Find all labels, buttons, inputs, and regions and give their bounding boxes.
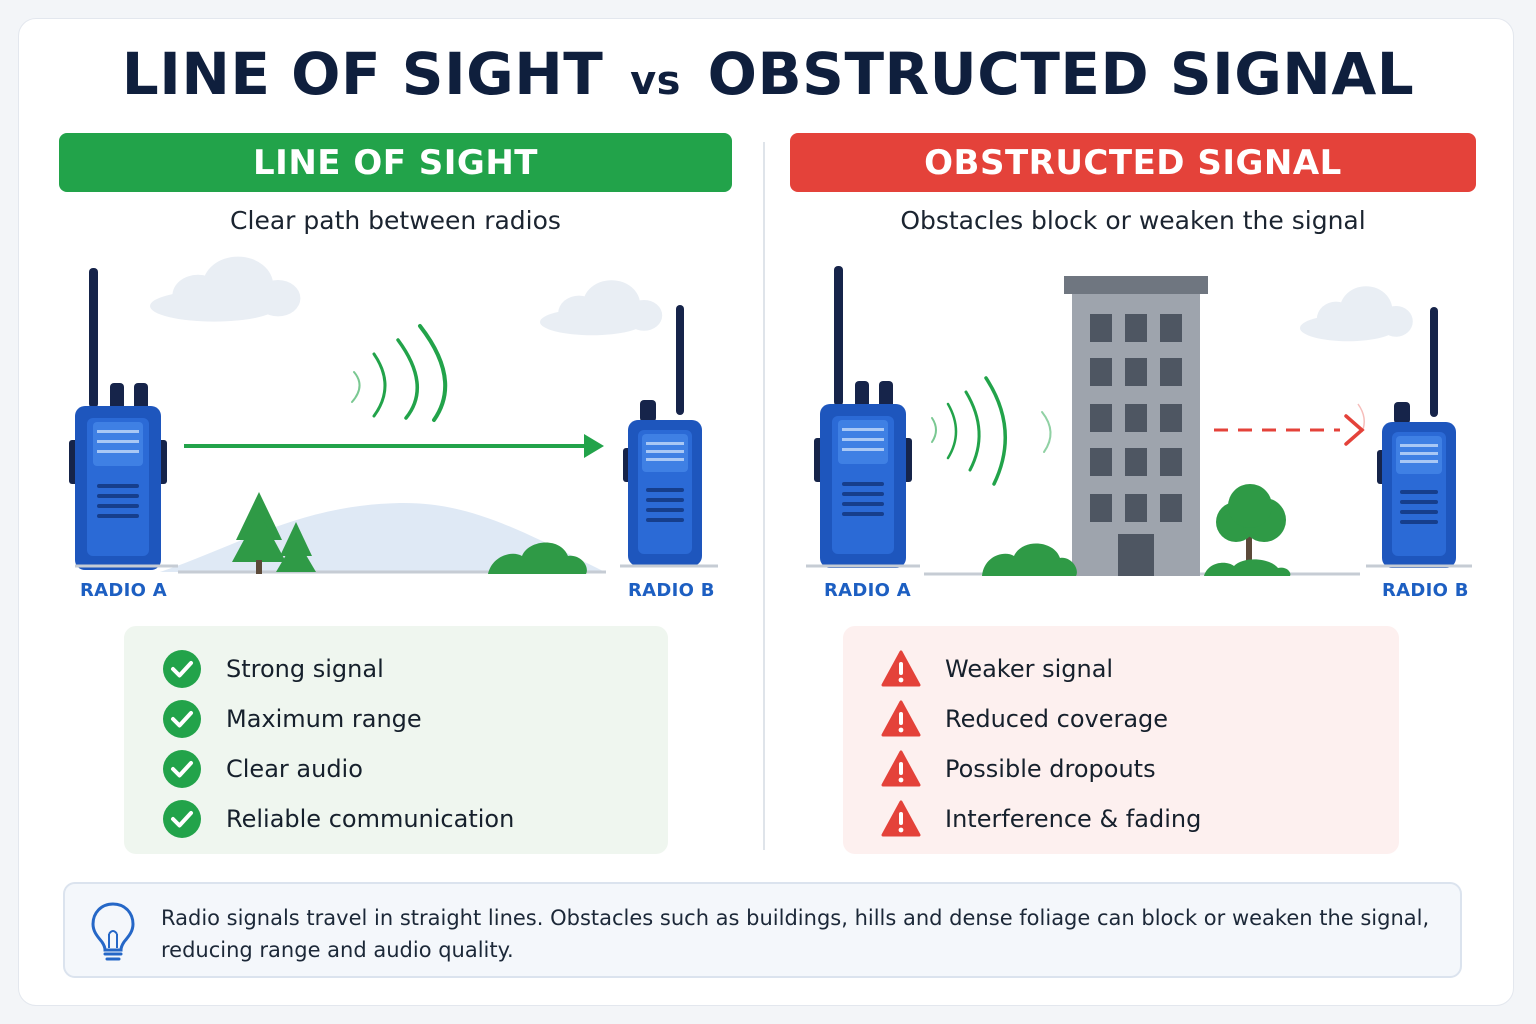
feature-label: Weaker signal: [945, 655, 1114, 683]
bush-icon: [982, 543, 1077, 576]
right-scene: [806, 266, 1472, 576]
signal-waves-icon: [351, 324, 448, 422]
check-circle-icon: [163, 750, 201, 788]
obstructed-signal-banner: OBSTRUCTED SIGNAL: [790, 133, 1476, 192]
check-circle-icon: [163, 800, 201, 838]
line-of-sight-banner: LINE OF SIGHT: [59, 133, 732, 192]
feature-label: Possible dropouts: [945, 755, 1156, 783]
feature-label: Clear audio: [226, 755, 363, 783]
list-item: Weaker signal: [881, 644, 1399, 694]
weak-signal-arrow: [1214, 403, 1365, 446]
info-note: Radio signals travel in straight lines. …: [63, 882, 1462, 978]
cloud-icon: [540, 280, 663, 336]
lightbulb-icon: [91, 902, 135, 961]
right-radio-b-label: RADIO B: [1382, 580, 1469, 601]
title-vs: vs: [630, 58, 681, 104]
feature-label: Reliable communication: [226, 805, 515, 833]
list-item: Clear audio: [162, 744, 668, 794]
right-radio-a-label: RADIO A: [824, 580, 912, 601]
title-part-obstructed: OBSTRUCTED SIGNAL: [707, 40, 1415, 108]
left-radio-b-label: RADIO B: [628, 580, 715, 601]
list-item: Interference & fading: [881, 794, 1399, 844]
left-scene: [69, 256, 718, 574]
title-part-line-of-sight: LINE OF SIGHT: [121, 40, 604, 108]
list-item: Possible dropouts: [881, 744, 1399, 794]
feature-label: Interference & fading: [945, 805, 1202, 833]
radio-b-icon: [1377, 307, 1456, 568]
warning-triangle-icon: [881, 700, 921, 737]
radio-a-icon: [69, 268, 167, 570]
check-circle-icon: [163, 650, 201, 688]
warning-triangle-icon: [881, 650, 921, 687]
warning-triangle-icon: [881, 800, 921, 837]
building-icon: [1064, 276, 1208, 576]
warning-triangle-icon: [881, 750, 921, 787]
radio-b-icon: [623, 305, 702, 566]
obstructed-subtitle: Obstacles block or weaken the signal: [900, 206, 1366, 235]
page-title: LINE OF SIGHT vs OBSTRUCTED SIGNAL: [0, 40, 1536, 108]
check-circle-icon: [163, 700, 201, 738]
bush-icon: [488, 542, 587, 574]
line-of-sight-subtitle: Clear path between radios: [230, 206, 561, 235]
feature-label: Maximum range: [226, 705, 422, 733]
note-text: Radio signals travel in straight lines. …: [161, 906, 1430, 962]
center-divider: [763, 142, 765, 850]
obstructed-drawbacks: Weaker signal Reduced coverage Possible …: [843, 626, 1399, 854]
signal-waves-icon: [931, 376, 1052, 486]
pine-tree-icon: [232, 492, 316, 574]
radio-a-icon: [814, 266, 912, 568]
signal-arrow: [184, 434, 604, 458]
list-item: Maximum range: [162, 694, 668, 744]
list-item: Reliable communication: [162, 794, 668, 844]
cloud-icon: [150, 256, 301, 322]
list-item: Reduced coverage: [881, 694, 1399, 744]
tree-icon: [1204, 484, 1291, 576]
feature-label: Strong signal: [226, 655, 384, 683]
feature-label: Reduced coverage: [945, 705, 1169, 733]
line-of-sight-benefits: Strong signal Maximum range Clear audio …: [124, 626, 668, 854]
left-radio-a-label: RADIO A: [80, 580, 168, 601]
cloud-icon: [1300, 286, 1413, 342]
list-item: Strong signal: [162, 644, 668, 694]
